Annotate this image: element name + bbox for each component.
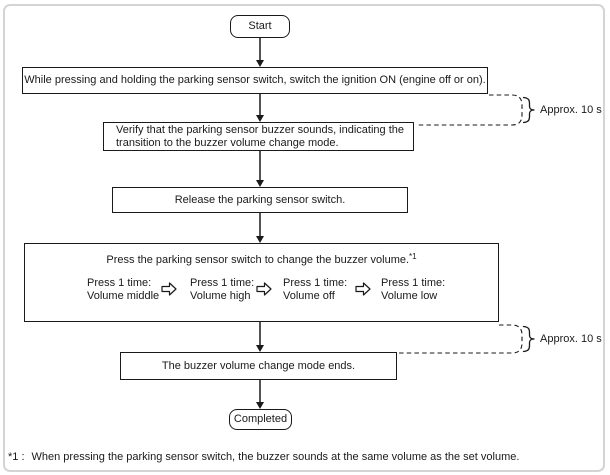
start-label: Start [248,20,272,32]
cycle-item-volume-low: Press 1 time: Volume low [381,277,445,303]
arrowhead-icon [256,60,264,67]
arrowhead-icon [256,180,264,187]
timer2-dashed-span [399,324,523,354]
cycle-result: Volume middle [87,290,160,302]
step5-box: The buzzer volume change mode ends. [120,352,397,380]
arrowhead-icon [256,115,264,122]
timer1-dashed-span [416,94,523,126]
cycle-item-volume-middle: Press 1 time: Volume middle [87,277,159,303]
cycle-action: Press 1 time: [283,277,348,289]
arrowhead-icon [256,236,264,243]
step1-box: While pressing and holding the parking s… [22,67,488,94]
step3-text: Release the parking sensor switch. [174,193,346,206]
cycle-action: Press 1 time: [381,277,446,289]
timer2-brace [522,325,535,353]
timer1-label: Approx. 10 s [540,104,602,116]
step4-title: Press the parking sensor switch to chang… [25,250,498,267]
arrowhead-icon [256,345,264,352]
cycle-result: Volume off [283,290,335,302]
step5-text: The buzzer volume change mode ends. [161,359,356,372]
cycle-result: Volume high [190,290,251,302]
cycle-item-volume-off: Press 1 time: Volume off [283,277,347,303]
cycle-arrow-icon [161,282,177,296]
arrowhead-icon [256,402,264,409]
completed-node: Completed [229,409,292,430]
step4-box: Press the parking sensor switch to chang… [24,243,499,322]
completed-label: Completed [233,413,288,425]
footnote-text: When pressing the parking sensor switch,… [31,451,520,463]
start-node: Start [230,15,290,38]
cycle-action: Press 1 time: [190,277,255,289]
step1-text: While pressing and holding the parking s… [24,74,486,86]
footnote-ref: *1 [409,252,417,261]
step2-box: Verify that the parking sensor buzzer so… [103,122,414,151]
cycle-item-volume-high: Press 1 time: Volume high [190,277,254,303]
footnote-marker: *1 : [8,451,25,463]
cycle-result: Volume low [381,290,438,302]
step4-title-text: Press the parking sensor switch to chang… [106,254,410,266]
step2-line1: Verify that the parking sensor buzzer so… [116,123,405,136]
cycle-arrow-icon [256,282,272,296]
cycle-action: Press 1 time: [87,277,152,289]
footnote: *1 : When pressing the parking sensor swi… [8,451,519,463]
timer2-label: Approx. 10 s [540,333,602,345]
step3-box: Release the parking sensor switch. [112,187,408,213]
step2-line2: transition to the buzzer volume change m… [116,136,339,149]
cycle-arrow-icon [355,282,371,296]
step2-text: Verify that the parking sensor buzzer so… [116,124,404,150]
timer1-brace [522,96,535,124]
